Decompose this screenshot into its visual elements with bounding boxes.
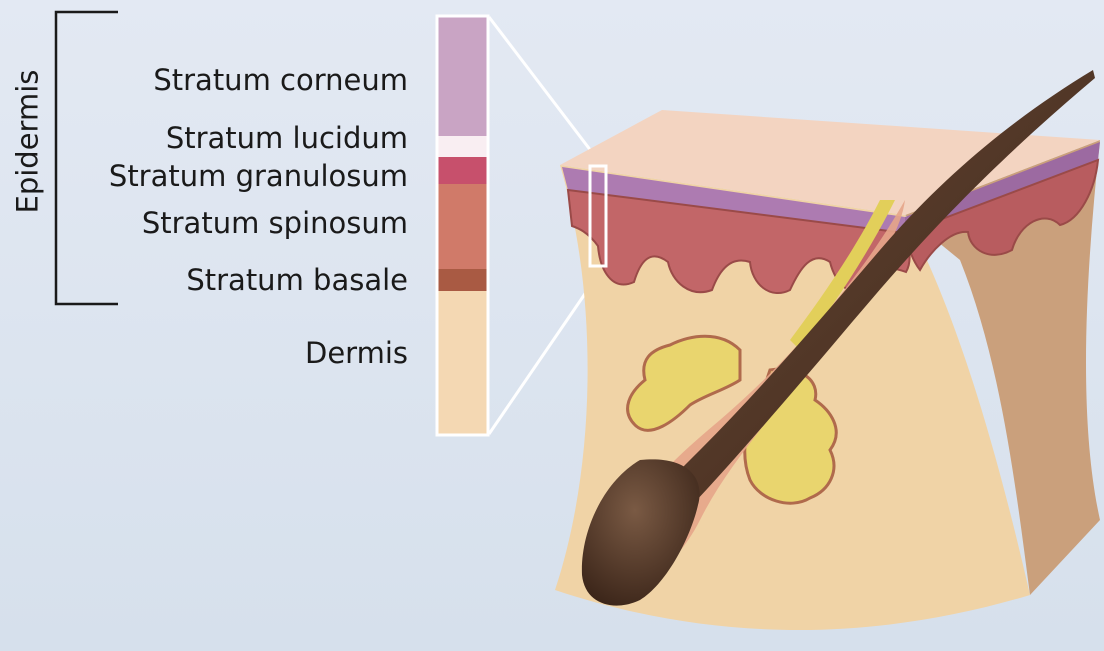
layer-basale-band — [438, 269, 487, 291]
epidermis-label: Epidermis — [14, 94, 43, 214]
layer-granulosum-band — [438, 157, 487, 184]
layer-spinosum-band — [438, 184, 487, 269]
label-stratum-spinosum: Stratum spinosum — [142, 209, 408, 238]
label-stratum-corneum: Stratum corneum — [153, 66, 408, 95]
layer-dermis-band — [438, 291, 487, 434]
label-stratum-lucidum: Stratum lucidum — [166, 124, 408, 153]
layer-column — [437, 16, 488, 435]
skin-block-illustration — [555, 70, 1100, 630]
label-stratum-basale: Stratum basale — [186, 266, 408, 295]
label-dermis: Dermis — [305, 339, 408, 368]
layer-lucidum-band — [438, 136, 487, 157]
layer-corneum-band — [438, 17, 487, 136]
label-stratum-granulosum: Stratum granulosum — [109, 162, 408, 191]
